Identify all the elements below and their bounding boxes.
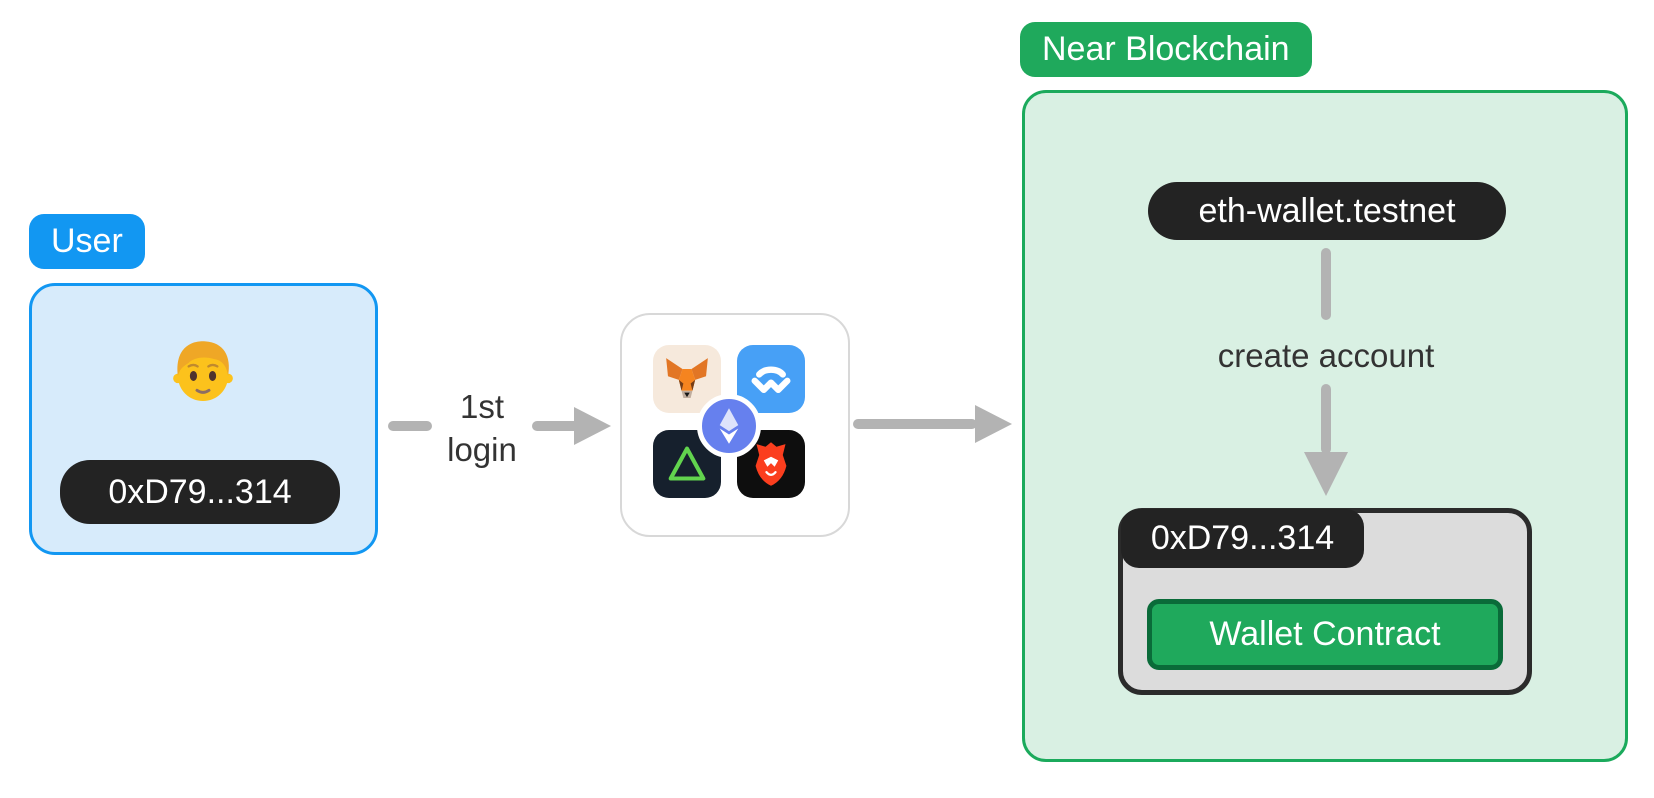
create-account-line-top [1321, 248, 1331, 320]
create-account-line-bottom [1321, 384, 1331, 454]
create-account-arrow-head [1304, 452, 1348, 496]
contract-address-pill: 0xD79...314 [1121, 509, 1364, 568]
first-login-label: 1st login [412, 385, 552, 471]
wallet-providers-card [620, 313, 850, 537]
user-address-pill: 0xD79...314 [60, 460, 340, 524]
first-login-line2: login [447, 431, 517, 468]
arrow-to-wallets-line [532, 421, 580, 431]
user-label: User [29, 214, 145, 269]
first-login-line1: 1st [459, 388, 505, 425]
ethereum-icon [697, 394, 761, 458]
near-blockchain-label: Near Blockchain [1020, 22, 1312, 77]
person-icon [160, 327, 246, 413]
arrow-to-wallets-head [574, 407, 611, 445]
arrow-to-near-head [975, 405, 1012, 443]
account-name-pill: eth-wallet.testnet [1148, 182, 1506, 240]
wallet-contract-button: Wallet Contract [1147, 599, 1503, 670]
arrow-to-near-line [853, 419, 977, 429]
connector-dash [388, 421, 432, 431]
create-account-label: create account [1217, 337, 1435, 374]
